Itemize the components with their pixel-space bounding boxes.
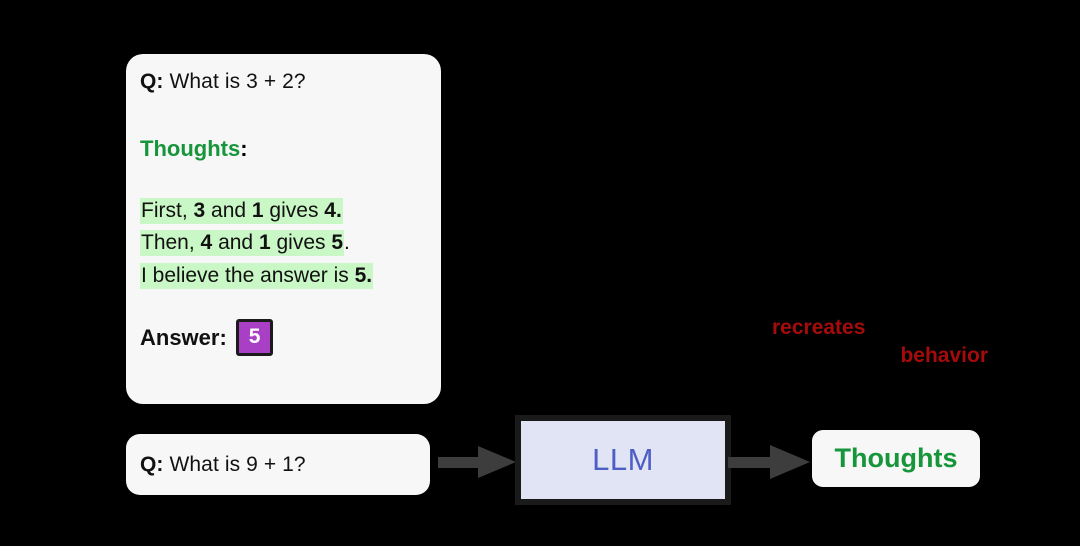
thought-prefix: I believe the answer is — [141, 263, 355, 287]
thought-lines-group: First, 3 and 1 gives 4. Then, 4 and 1 gi… — [140, 196, 427, 291]
output-thoughts-label: Thoughts — [834, 443, 958, 473]
thought-bold-c: 4. — [324, 199, 342, 222]
new-query-line: Q: What is 9 + 1? — [140, 453, 306, 477]
thought-bold-a: 3 — [193, 199, 206, 222]
thought-line-highlight: First, 3 and 1 gives 4. — [140, 198, 343, 224]
answer-value-badge: 5 — [235, 319, 274, 357]
thought-line: First, 3 and 1 gives 4. — [140, 196, 427, 226]
new-query-text: What is 9 + 1? — [163, 452, 306, 476]
thought-trailing: . — [344, 231, 350, 255]
annotation-line-2: behavior — [900, 344, 988, 368]
annotation-line-1: recreates — [772, 316, 866, 339]
thought-verb: gives — [263, 199, 325, 222]
thought-bold-b: 1 — [258, 231, 271, 255]
example-question-text: What is 3 + 2? — [163, 70, 306, 93]
recreates-behavior-annotation: recreates behavior — [772, 314, 1002, 371]
thought-prefix: First, — [141, 199, 194, 222]
thought-line-highlight: I believe the answer is 5. — [140, 262, 374, 289]
few-shot-example-card: Q: What is 3 + 2? Thoughts: First, 3 and… — [126, 54, 441, 404]
thought-line: Then, 4 and 1 gives 5. — [140, 228, 427, 258]
arrow-llm-to-output — [728, 445, 810, 479]
thought-mid: and — [212, 231, 259, 255]
thought-bold-b: 1 — [251, 199, 264, 222]
thought-line: I believe the answer is 5. — [140, 261, 427, 291]
thought-mid: and — [205, 199, 252, 222]
llm-label: LLM — [592, 442, 654, 477]
new-query-box: Q: What is 9 + 1? — [126, 434, 430, 495]
thoughts-heading-colon: : — [240, 136, 248, 161]
answer-row: Answer: 5 — [140, 319, 427, 357]
thought-line-highlight: Then, 4 and 1 gives 5 — [140, 230, 345, 257]
new-query-label: Q: — [140, 452, 164, 476]
thought-prefix: Then, — [141, 231, 201, 255]
thought-bold-c: 5. — [354, 263, 373, 287]
thoughts-heading: Thoughts: — [140, 136, 427, 162]
example-question-label: Q: — [140, 70, 164, 93]
thought-bold-c: 5 — [331, 231, 344, 255]
llm-block: LLM — [515, 415, 731, 505]
arrow-query-to-llm — [438, 446, 516, 478]
thought-verb: gives — [270, 231, 332, 255]
thoughts-heading-word: Thoughts — [140, 136, 241, 161]
answer-label: Answer: — [140, 324, 227, 350]
example-question-line: Q: What is 3 + 2? — [140, 70, 427, 94]
output-thoughts-box: Thoughts — [812, 430, 980, 487]
thought-bold-a: 4 — [200, 231, 213, 255]
